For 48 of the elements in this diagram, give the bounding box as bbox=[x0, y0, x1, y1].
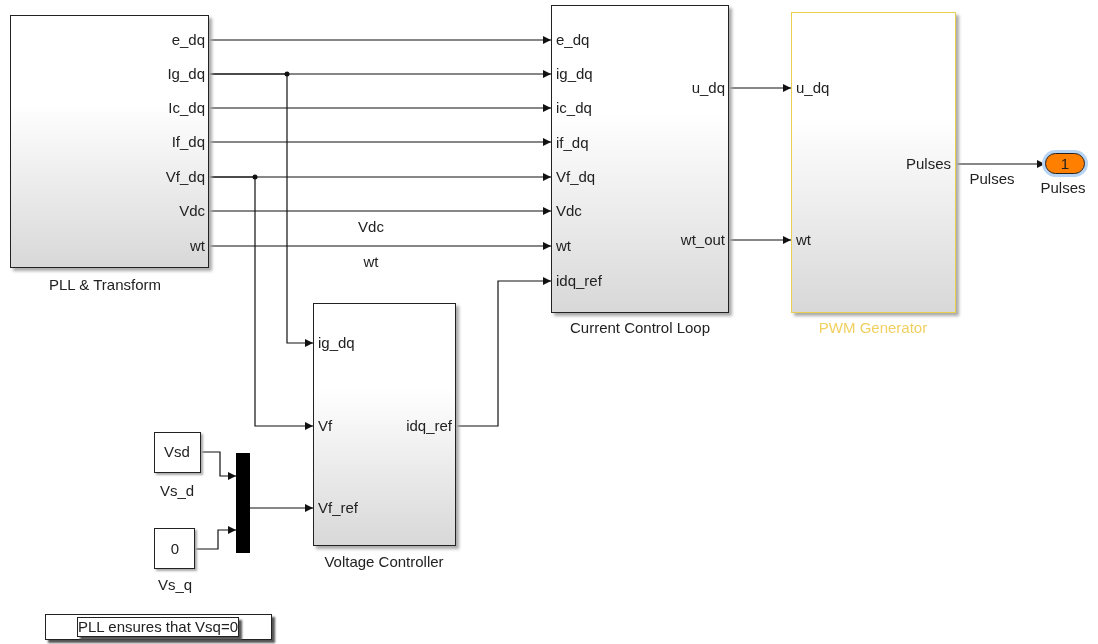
port-label: Ig_dq bbox=[167, 65, 205, 83]
port-label: wt bbox=[796, 231, 811, 249]
block-title: Current Control Loop bbox=[569, 319, 711, 337]
port-label: wt bbox=[556, 237, 571, 255]
block-value: Vsd bbox=[164, 443, 190, 461]
signal-line bbox=[208, 36, 552, 44]
signal-line bbox=[208, 138, 552, 146]
signal-line bbox=[249, 504, 314, 512]
signal-line bbox=[455, 277, 552, 427]
port-label: wt bbox=[190, 237, 205, 255]
port-label: Vf_dq bbox=[165, 168, 205, 186]
block-value: 0 bbox=[170, 540, 180, 558]
port-label: ig_dq bbox=[318, 334, 355, 352]
block-title: Voltage Controller bbox=[324, 553, 444, 571]
block-title: Pulses bbox=[1040, 179, 1086, 197]
port-label: u_dq bbox=[796, 79, 830, 97]
port-label: ic_dq bbox=[556, 99, 592, 117]
port-label: u_dq bbox=[691, 79, 725, 97]
port-label: idq_ref bbox=[556, 272, 602, 290]
signal-line bbox=[194, 526, 237, 550]
signal-line bbox=[208, 207, 552, 215]
signal-line bbox=[208, 104, 552, 112]
note-text: PLL ensures that Vsq=0 bbox=[77, 617, 239, 637]
port-label: idq_ref bbox=[406, 417, 452, 435]
port-label: Ic_dq bbox=[168, 99, 205, 117]
port-label: Vdc bbox=[179, 202, 205, 220]
signal-line bbox=[728, 236, 792, 244]
port-label: Vf bbox=[318, 417, 333, 435]
port-label: Pulses bbox=[905, 155, 951, 173]
signal-line bbox=[200, 451, 237, 480]
port-label: if_dq bbox=[556, 134, 589, 152]
signal-line bbox=[208, 176, 314, 430]
port-label: Vf_dq bbox=[556, 168, 596, 186]
port-label: If_dq bbox=[171, 133, 205, 151]
block-title: Vs_q bbox=[157, 576, 193, 594]
port-label: e_dq bbox=[556, 31, 590, 49]
signal-line bbox=[728, 84, 792, 92]
port-label: wt_out bbox=[680, 231, 725, 249]
block-title: Vs_d bbox=[159, 482, 195, 500]
block-title: PLL & Transform bbox=[49, 276, 161, 294]
port-label: e_dq bbox=[171, 31, 205, 49]
block-title: PWM Generator bbox=[818, 319, 928, 337]
port-label: Vdc bbox=[556, 202, 582, 220]
port-label: ig_dq bbox=[556, 65, 593, 83]
block-value: 1 bbox=[1060, 155, 1070, 173]
signal-line bbox=[208, 73, 314, 347]
port-label: Vf_ref bbox=[318, 499, 359, 517]
signal-line bbox=[208, 242, 552, 250]
